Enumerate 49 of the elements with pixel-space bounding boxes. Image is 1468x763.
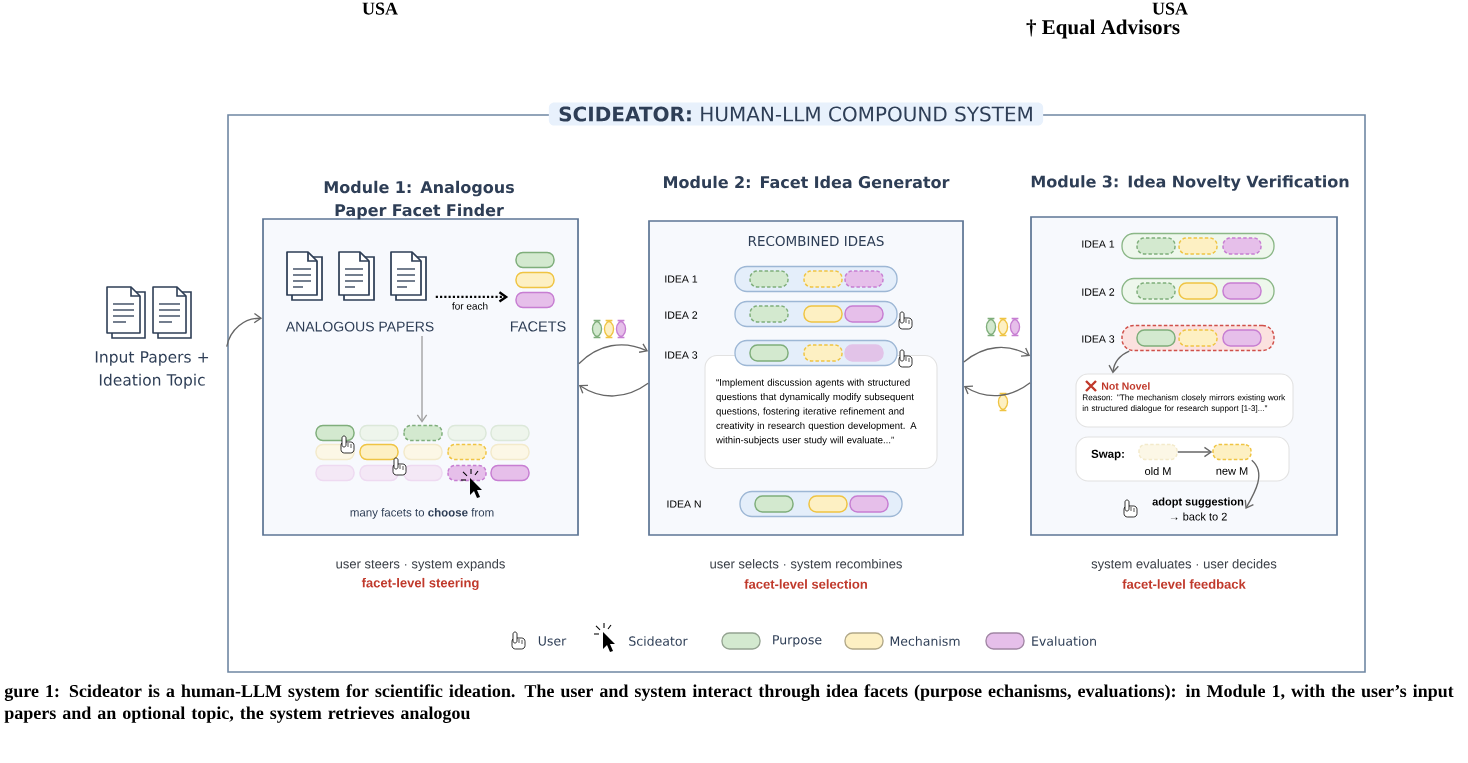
arrow [1177, 446, 1213, 458]
pill-caption: new M [1216, 467, 1248, 475]
affiliation-text: USA [362, 2, 398, 15]
emphasis-label: facet-level feedback [1122, 579, 1246, 589]
section-label: ANALOGOUS PAPERS [285, 321, 434, 332]
legend-label: Scideator [629, 636, 688, 646]
action-label: adopt suggestion → back to 2 [1152, 497, 1244, 521]
swap-label: Swap: [1091, 449, 1124, 461]
section-label: FACETS [511, 321, 566, 332]
speech-bubble: “Implement discussion agents with structured questions that dynamically modify subsequent questions, fostering iterative refinement and creativity in research question development. A within-subjects user study will evaluate...” [704, 354, 938, 470]
arrow [435, 291, 509, 303]
reason-text: Reason: "The mechanism closely mirrors existing work in structured dialogue for research support [1-3]..." [1082, 394, 1286, 413]
row-label: IDEA 3 [1082, 335, 1115, 343]
figure-caption: gure 1: Scideator is a human-LLM system for scientific ideation. The user and system interact through idea facets (purpose echanisms, evaluations): in Module 1, with the user’s input papers and an optional topic, the system retrieves analogou [4, 684, 1454, 723]
arrow [578, 382, 649, 397]
mode-caption: user steers · system expands [336, 558, 505, 572]
affiliation-text: USA [1152, 2, 1188, 15]
input-label: Input Papers + Ideation Topic [95, 351, 209, 389]
arrow [1108, 350, 1130, 374]
legend-label: Purpose [773, 635, 822, 647]
emphasis-label: facet-level selection [744, 579, 867, 589]
row-label: IDEA 3 [665, 351, 698, 359]
caption-text: many facets to choose from [350, 508, 494, 519]
pill-caption: old M [1145, 466, 1171, 476]
module-heading: Module 1: Analogous Paper Facet Finder [324, 180, 514, 220]
row-label: IDEA 2 [665, 311, 698, 319]
title-banner: SCIDEATOR: HUMAN-LLM COMPOUND SYSTEM [548, 102, 1044, 126]
note-text: † Equal Advisors [1026, 19, 1180, 39]
arrow [1244, 459, 1260, 509]
arrow [226, 312, 263, 348]
row-label: IDEA 1 [665, 275, 698, 283]
verdict-label: Not Novel [1102, 382, 1150, 390]
legend-label: User [538, 636, 567, 646]
emphasis-label: facet-level steering [361, 577, 479, 591]
arrow [416, 335, 428, 423]
row-label: IDEA 1 [1082, 240, 1115, 248]
section-heading: RECOMBINED IDEAS [748, 235, 884, 247]
mode-caption: user selects · system recombines [710, 558, 902, 572]
legend-label: Evaluation [1032, 636, 1096, 646]
arrow [578, 343, 649, 365]
module-heading: Module 2: Facet Idea Generator [664, 175, 950, 189]
edge-label: for each [450, 301, 490, 311]
module-heading: Module 3: Idea Novelty Verification [1031, 175, 1349, 191]
arrow [963, 382, 1031, 397]
arrow [963, 346, 1031, 363]
row-label: IDEA N [667, 500, 701, 508]
legend-label: Mechanism [890, 636, 960, 646]
mode-caption: system evaluates · user decides [1091, 558, 1277, 572]
row-label: IDEA 2 [1082, 288, 1115, 296]
